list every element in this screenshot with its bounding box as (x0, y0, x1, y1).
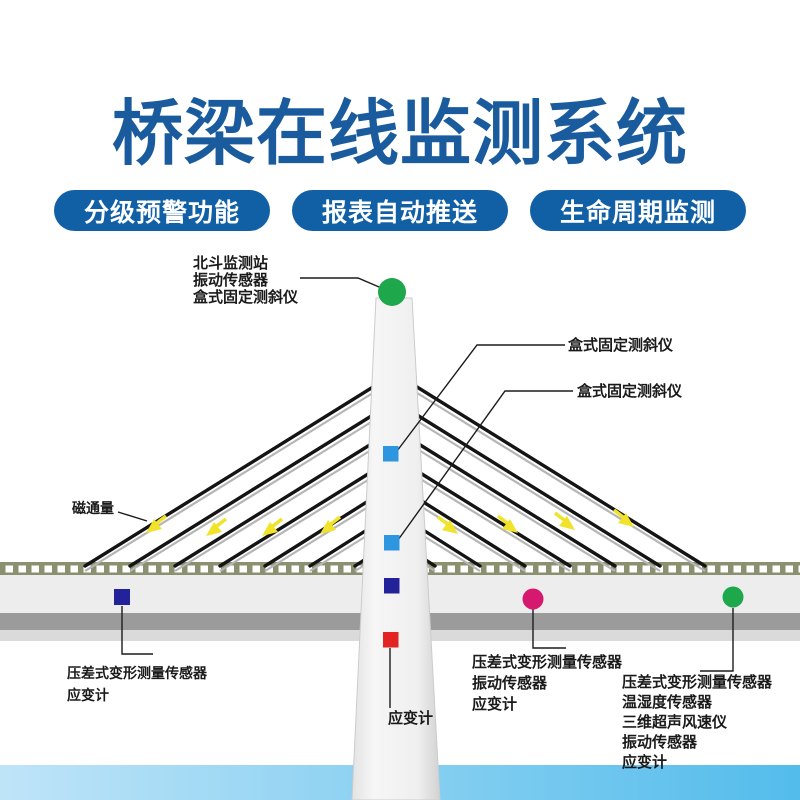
label-far-right-deck: 压差式变形测量传感器 温湿度传感器 三维超声风速仪 振动传感器 应变计 (622, 674, 773, 771)
flux-arrows-right (436, 508, 634, 534)
strain-gauge-marker (383, 632, 399, 648)
label-inclinometer-lower: 盒式固定测斜仪 (577, 383, 683, 400)
label-tower-base: 应变计 (388, 710, 434, 727)
beidou-station-dot (378, 278, 406, 306)
label-mid-right-deck: 压差式变形测量传感器 振动传感器 应变计 (472, 654, 623, 713)
label-left-deck: 压差式变形测量传感器 应变计 (67, 665, 207, 703)
far-right-deck-dot (722, 586, 744, 608)
stay-cables-left (83, 380, 383, 568)
tower-navy-marker (384, 578, 400, 594)
cable-shadows (84, 387, 706, 572)
label-inclinometer-upper: 盒式固定测斜仪 (568, 337, 674, 354)
leader-lines (117, 277, 734, 708)
page-title: 桥梁在线监测系统 (111, 95, 688, 174)
inclinometer-lower-marker (384, 535, 400, 551)
badge-lifecycle: 生命周期监测 (530, 190, 747, 231)
badge-report: 报表自动推送 (291, 190, 508, 231)
mid-right-deck-dot (522, 588, 544, 610)
inclinometer-upper-marker (383, 446, 399, 462)
left-deck-marker (114, 589, 130, 605)
label-magnetic-flux: 磁通量 (72, 500, 114, 516)
flux-arrows-left (146, 514, 342, 536)
feature-badges: 分级预警功能 报表自动推送 生命周期监测 (0, 190, 800, 231)
stay-cables-right (407, 380, 707, 568)
label-tower-top: 北斗监测站 振动传感器 盒式固定测斜仪 (193, 255, 299, 306)
badge-warning: 分级预警功能 (53, 190, 270, 231)
